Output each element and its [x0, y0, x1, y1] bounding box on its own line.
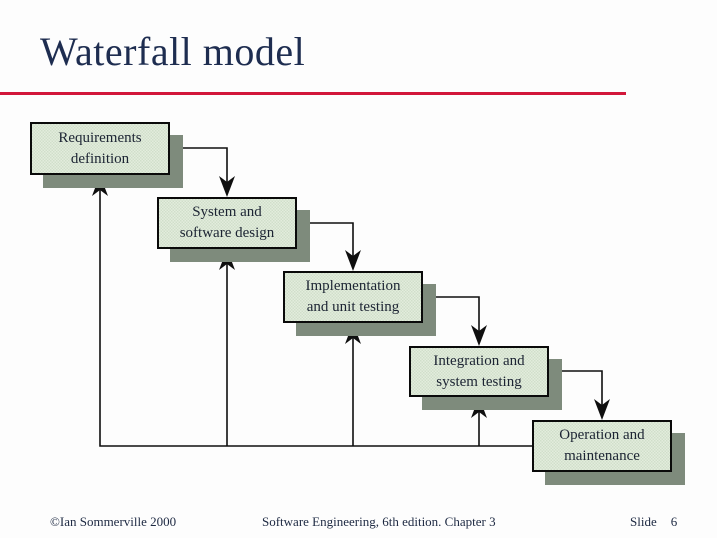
forward-arrowhead-4: [594, 399, 610, 420]
stage-label: Operation and maintenance: [559, 427, 645, 464]
forward-connector-4: [549, 370, 603, 406]
footer-source: Software Engineering, 6th edition. Chapt…: [262, 514, 496, 529]
stage-label: Implementation and unit testing: [305, 278, 401, 315]
stage-box-implementation-unit-testing: Implementation and unit testing: [283, 271, 423, 323]
title-accent-rule: [0, 92, 626, 95]
feedback-arrowhead-3: [345, 323, 361, 344]
feedback-arrowhead-1: [92, 175, 108, 196]
forward-arrowhead-2: [345, 250, 361, 271]
stage-box-operation-maintenance: Operation and maintenance: [532, 420, 672, 472]
forward-connector-2: [297, 222, 354, 257]
stage-box-system-software-design: System and software design: [157, 197, 297, 249]
stage-box-integration-system-testing: Integration and system testing: [409, 346, 549, 397]
feedback-arrowhead-2: [219, 249, 235, 270]
stage-label: Requirements definition: [58, 129, 142, 167]
slide-title: Waterfall model: [40, 29, 306, 74]
footer-slide-number: Slide 6: [630, 514, 677, 530]
footer-copyright: ©Ian Sommerville 2000: [50, 514, 177, 529]
stage-label: Integration and system testing: [433, 352, 525, 390]
stage-label: System and software design: [179, 204, 275, 241]
forward-connector-1: [170, 147, 228, 183]
stage-box-requirements-definition: Requirements definition: [30, 122, 170, 175]
forward-connector-3: [423, 296, 480, 332]
slide-number: 6: [670, 514, 678, 529]
forward-arrowhead-1: [219, 176, 235, 197]
forward-arrowhead-3: [471, 325, 487, 346]
feedback-arrowhead-4: [471, 397, 487, 418]
slide-label: Slide: [630, 514, 657, 529]
